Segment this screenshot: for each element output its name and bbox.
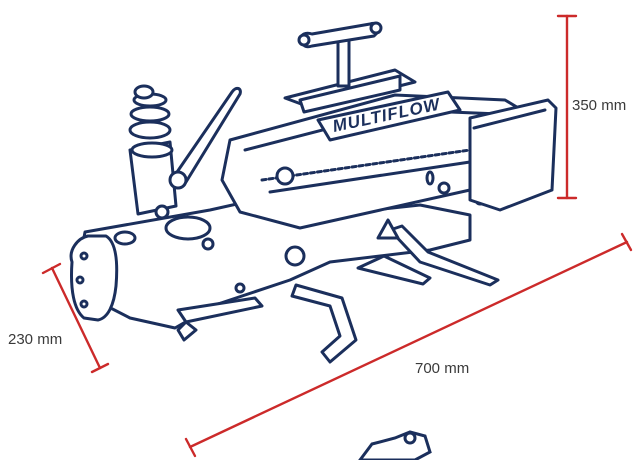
- base-port-small: [113, 230, 137, 246]
- housing-slot: [425, 170, 435, 186]
- length-tick-right: [620, 232, 633, 252]
- valve-cap: [133, 84, 155, 100]
- length-dimension-label: 700 mm: [415, 360, 470, 377]
- valve-lever: [173, 86, 242, 184]
- lever-pivot: [168, 170, 188, 190]
- valve-stem-base: [154, 204, 170, 220]
- end-cap-bolt: [79, 251, 89, 261]
- housing-chain-strip: [268, 160, 472, 194]
- valve-ring: [129, 105, 171, 123]
- machine-right-bracket: [468, 98, 558, 212]
- depth-dimension-line: [50, 266, 102, 370]
- depth-tick-bottom: [90, 362, 110, 374]
- t-handle-stem: [336, 38, 351, 88]
- t-handle-end: [369, 21, 383, 35]
- height-dimension-label: 350 mm: [572, 97, 627, 114]
- depth-dimension-label: 230 mm: [8, 331, 63, 348]
- base-fitting: [234, 282, 246, 294]
- length-tick-left: [184, 437, 197, 458]
- base-fitting: [284, 245, 306, 267]
- valve-ring: [128, 120, 172, 140]
- end-cap-bolt: [75, 275, 85, 285]
- housing-chain-strip: [260, 148, 472, 182]
- depth-tick-top: [41, 262, 62, 275]
- secondary-view-fragment: [358, 430, 432, 460]
- housing-knob: [437, 181, 451, 195]
- valve-ring: [130, 141, 174, 159]
- top-handle-grip: [298, 74, 402, 114]
- brand-plate: [316, 90, 462, 142]
- warning-triangle: [376, 218, 400, 240]
- stand-leg-left: [176, 296, 264, 324]
- bracket-fold: [472, 108, 547, 130]
- length-dimension-line: [188, 240, 629, 449]
- stand-leg-front: [290, 283, 358, 364]
- stand-leg-right-inner: [356, 254, 432, 286]
- end-cap-bolt: [79, 299, 89, 309]
- stand-foot: [176, 320, 198, 342]
- stand-leg-right: [388, 224, 500, 287]
- housing-knob: [275, 166, 295, 186]
- t-handle-end: [297, 33, 311, 47]
- base-fitting: [201, 237, 215, 251]
- base-port-large: [164, 215, 212, 241]
